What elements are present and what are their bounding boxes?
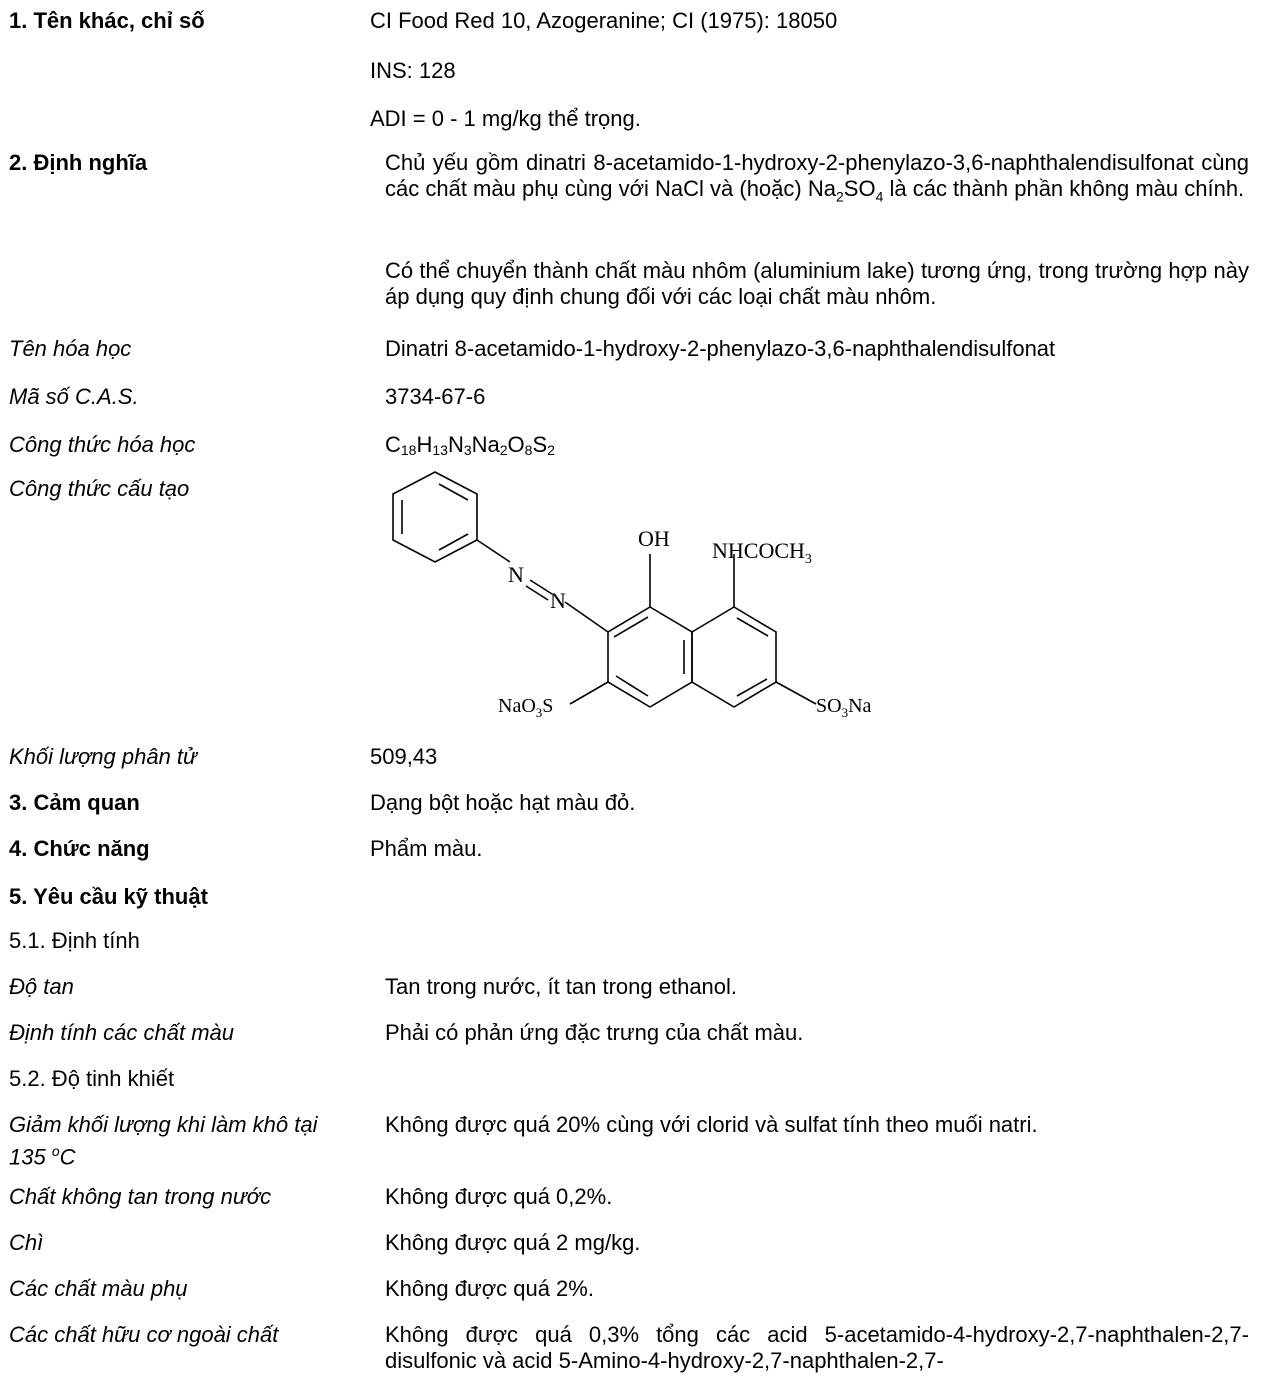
structure-label: Công thức cấu tạo <box>9 476 190 501</box>
oh-group-label: OH <box>638 526 670 551</box>
other-names-line-1: CI Food Red 10, Azogeranine; CI (1975): … <box>370 8 838 33</box>
solubility-value: Tan trong nước, ít tan trong ethanol. <box>385 974 738 999</box>
solubility-label: Độ tan <box>9 974 74 999</box>
organic-compounds-label: Các chất hữu cơ ngoài chất <box>9 1322 279 1347</box>
subsidiary-colors-value: Không được quá 2%. <box>385 1276 594 1301</box>
definition-paragraph-1: Chủ yếu gồm dinatri 8-acetamido-1-hydrox… <box>385 150 1249 205</box>
molecular-weight-value: 509,43 <box>370 744 438 769</box>
ins-number: INS: 128 <box>370 58 456 83</box>
section-function-label: 4. Chức năng <box>9 836 150 861</box>
chemical-name-value: Dinatri 8-acetamido-1-hydroxy-2-phenylaz… <box>385 336 1056 361</box>
purity-label: 5.2. Độ tinh khiết <box>9 1066 175 1091</box>
water-insoluble-label: Chất không tan trong nước <box>9 1184 272 1209</box>
color-identification-value: Phải có phản ứng đặc trưng của chất màu. <box>385 1020 804 1045</box>
nhcoch3-group-label: NHCOCH3 <box>712 538 812 567</box>
section-definition-label: 2. Định nghĩa <box>9 150 148 175</box>
identification-label: 5.1. Định tính <box>9 928 140 953</box>
azo-n2-label: N <box>550 588 566 613</box>
formula-label: Công thức hóa học <box>9 432 196 457</box>
definition-paragraph-2: Có thể chuyển thành chất màu nhôm (alumi… <box>385 258 1249 309</box>
section-other-names-label: 1. Tên khác, chỉ số <box>9 8 205 33</box>
adi-value: ADI = 0 - 1 mg/kg thể trọng. <box>370 106 641 131</box>
section-appearance-label: 3. Cảm quan <box>9 790 140 815</box>
formula-value: C18H13N3Na2O8S2 <box>385 432 555 458</box>
so3na-left-label: NaO3S <box>498 695 553 720</box>
cas-label: Mã số C.A.S. <box>9 384 139 409</box>
function-value: Phẩm màu. <box>370 836 483 861</box>
azo-n1-label: N <box>508 562 524 587</box>
molecular-weight-label: Khối lượng phân tử <box>9 744 197 769</box>
lead-label: Chì <box>9 1230 44 1255</box>
water-insoluble-value: Không được quá 0,2%. <box>385 1184 613 1209</box>
appearance-value: Dạng bột hoặc hạt màu đỏ. <box>370 790 636 815</box>
chemical-name-label: Tên hóa học <box>9 336 132 361</box>
lead-value: Không được quá 2 mg/kg. <box>385 1230 641 1255</box>
so3na-right-label: SO3Na <box>816 695 872 720</box>
structural-formula-diagram: OH NHCOCH3 N N NaO3S SO3Na <box>392 471 872 720</box>
cas-value: 3734-67-6 <box>385 384 486 409</box>
color-identification-label: Định tính các chất màu <box>9 1020 235 1045</box>
organic-compounds-value: Không được quá 0,3% tổng các acid 5-acet… <box>385 1322 1249 1373</box>
subsidiary-colors-label: Các chất màu phụ <box>9 1276 188 1301</box>
loss-on-drying-value: Không được quá 20% cùng với clorid và su… <box>385 1112 1038 1137</box>
section-specs-label: 5. Yêu cầu kỹ thuật <box>9 884 208 909</box>
